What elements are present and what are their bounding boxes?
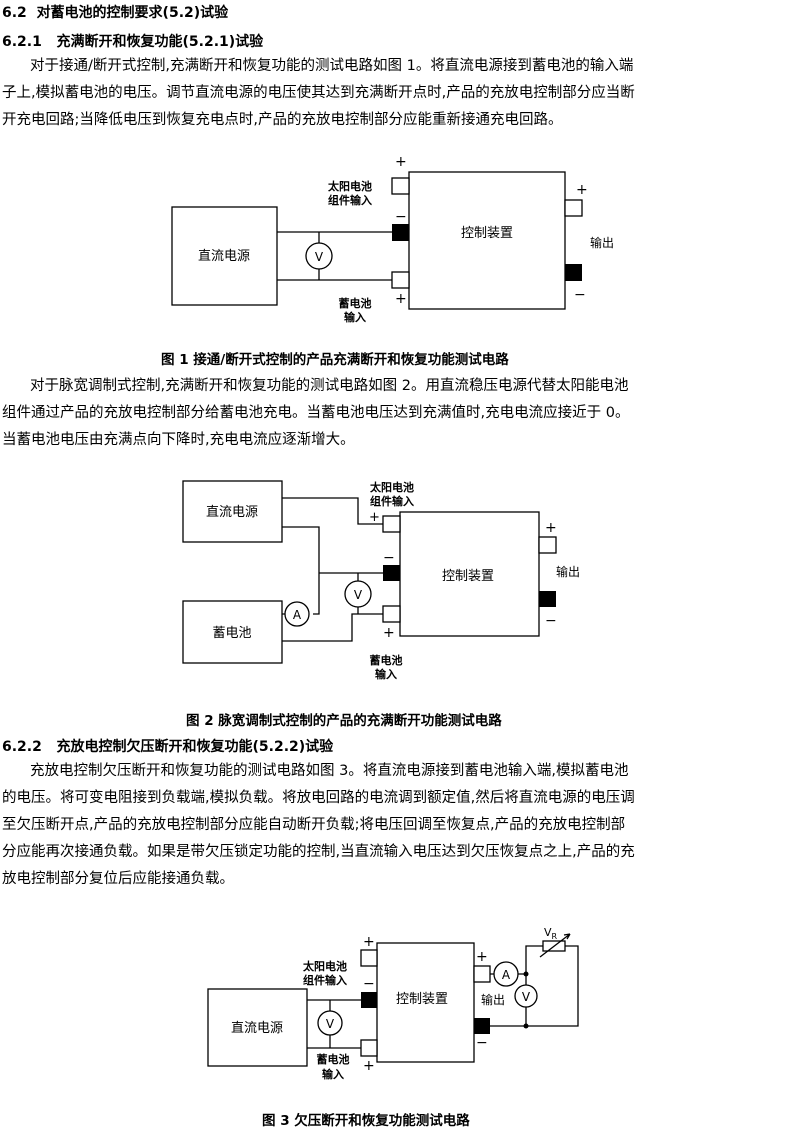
battery-label-2: 输入 — [344, 310, 366, 324]
controller-box — [376, 942, 475, 1063]
para3-line-2: 的电压。将可变电阻接到负载端,模拟负载。将放电回路的电流调到额定值,然后将直流电… — [2, 790, 635, 806]
solar-terminal — [391, 177, 410, 195]
battery-label-1: 蓄电池 — [339, 296, 372, 310]
solar-plus: + — [369, 510, 380, 525]
para3-line-1: 充放电控制欠压断开和恢复功能的测试电路如图 3。将直流电源接到蓄电池输入端,模拟… — [30, 763, 629, 779]
output-minus: − — [476, 1035, 488, 1051]
output-label: 输出 — [481, 992, 505, 1007]
output-plus: + — [545, 520, 557, 536]
controller-box — [399, 511, 540, 637]
controller-label: 控制装置 — [442, 569, 494, 584]
output-label: 输出 — [556, 564, 580, 579]
battery-minus: − — [363, 976, 375, 992]
load-voltmeter-label: V — [522, 990, 531, 1004]
para1-line-2: 子上,模拟蓄电池的电压。调节直流电源的电压使其达到充满断开点时,产品的充放电控制… — [2, 85, 635, 101]
output-pos-terminal — [473, 965, 491, 983]
output-pos-terminal — [564, 199, 583, 217]
ammeter-label: A — [502, 968, 511, 982]
section-number: 6.2.2 — [2, 739, 42, 755]
section-number: 6.2.1 — [2, 34, 42, 50]
battery-neg-terminal — [392, 224, 409, 241]
solar-label-1: 太阳电池 — [369, 480, 414, 494]
ammeter — [493, 961, 519, 987]
resistor-label: VR — [544, 926, 558, 941]
battery-label-2: 输入 — [322, 1067, 344, 1081]
para3-line-4: 分应能再次接通负载。如果是带欠压锁定功能的控制,当直流输入电压达到欠压恢复点之上… — [2, 844, 635, 860]
section-6-2-2-heading: 6.2.2 充放电控制欠压断开和恢复功能(5.2.2)试验 — [2, 736, 793, 756]
dc-power-supply-box — [207, 988, 308, 1067]
dc-power-supply-box — [182, 480, 283, 543]
voltmeter — [317, 1010, 343, 1036]
battery-box-label: 蓄电池 — [212, 626, 251, 641]
battery-plus: + — [395, 291, 407, 307]
output-label: 输出 — [590, 235, 614, 250]
battery-neg-terminal — [361, 992, 377, 1008]
variable-resistor-arrow — [539, 933, 571, 958]
battery-pos-terminal — [360, 1039, 378, 1057]
output-minus: − — [545, 613, 557, 629]
para3-line-5: 放电控制部分复位后应能接通负载。 — [2, 871, 234, 887]
solar-label-2: 组件输入 — [328, 193, 372, 207]
solar-label-2: 组件输入 — [370, 494, 414, 508]
voltmeter-label: V — [315, 250, 324, 264]
solar-terminal — [360, 949, 378, 967]
voltmeter-label: V — [326, 1017, 335, 1031]
para3-line-3: 至欠压断开点,产品的充放电控制部分应能自动断开负载;将电压回调至恢复点,产品的充… — [2, 817, 626, 833]
section-number: 6.2 — [2, 5, 27, 21]
section-6-2-1-heading: 6.2.1 充满断开和恢复功能(5.2.1)试验 — [2, 31, 793, 51]
controller-box — [408, 171, 566, 310]
solar-plus: + — [395, 154, 407, 170]
output-neg-terminal — [565, 264, 582, 281]
battery-plus: + — [383, 625, 395, 641]
output-pos-terminal — [538, 536, 557, 554]
battery-label-2: 输入 — [375, 667, 397, 681]
battery-plus: + — [363, 1058, 375, 1074]
output-neg-terminal — [539, 591, 556, 607]
section-title: 充满断开和恢复功能(5.2.1)试验 — [56, 34, 264, 50]
figure-1-caption: 图 1 接通/断开式控制的产品充满断开和恢复功能测试电路 — [161, 352, 509, 368]
battery-minus: − — [395, 209, 407, 225]
output-minus: − — [574, 287, 586, 303]
voltmeter — [344, 580, 372, 608]
para2-line-2: 组件通过产品的充放电控制部分给蓄电池充电。当蓄电池电压达到充满值时,充电电流应接… — [2, 405, 630, 421]
output-neg-terminal — [474, 1018, 490, 1034]
para2-line-1: 对于脉宽调制式控制,充满断开和恢复功能的测试电路如图 2。用直流稳压电源代替太阳… — [30, 378, 629, 394]
section-6-2-heading: 6.2 对蓄电池的控制要求(5.2)试验 — [2, 2, 793, 22]
dc-power-label: 直流电源 — [206, 505, 258, 520]
junction-dot — [523, 971, 529, 977]
output-plus: + — [576, 182, 588, 198]
controller-label: 控制装置 — [396, 992, 448, 1007]
dc-power-supply-box — [171, 206, 278, 306]
solar-label-2: 组件输入 — [303, 973, 347, 987]
battery-minus: − — [383, 550, 395, 566]
section-title: 对蓄电池的控制要求(5.2)试验 — [36, 5, 229, 21]
section-title: 充放电控制欠压断开和恢复功能(5.2.2)试验 — [56, 739, 334, 755]
dc-power-label: 直流电源 — [231, 1021, 283, 1036]
output-plus: + — [476, 949, 488, 965]
dc-power-label: 直流电源 — [198, 249, 250, 264]
para1-line-3: 开充电回路;当降低电压到恢复充电点时,产品的充放电控制部分应能重新接通充电回路。 — [2, 112, 563, 128]
solar-label-1: 太阳电池 — [327, 179, 372, 193]
battery-label-1: 蓄电池 — [317, 1052, 350, 1066]
controller-label: 控制装置 — [461, 226, 513, 241]
junction-dot — [523, 1023, 529, 1029]
ammeter — [284, 601, 310, 627]
solar-plus: + — [363, 934, 375, 950]
ammeter-label: A — [293, 608, 302, 622]
voltmeter — [305, 242, 333, 270]
solar-label-1: 太阳电池 — [302, 959, 347, 973]
figure-3-caption: 图 3 欠压断开和恢复功能测试电路 — [262, 1113, 470, 1129]
figure-2-caption: 图 2 脉宽调制式控制的产品的充满断开功能测试电路 — [186, 713, 502, 729]
voltmeter-label: V — [354, 588, 363, 602]
battery-box — [182, 600, 283, 664]
battery-label-1: 蓄电池 — [370, 653, 403, 667]
para2-line-3: 当蓄电池电压由充满点向下降时,充电电流应逐渐增大。 — [2, 432, 355, 448]
load-voltmeter — [514, 984, 538, 1008]
para1-line-1: 对于接通/断开式控制,充满断开和恢复功能的测试电路如图 1。将直流电源接到蓄电池… — [30, 58, 634, 74]
battery-neg-terminal — [383, 565, 400, 581]
